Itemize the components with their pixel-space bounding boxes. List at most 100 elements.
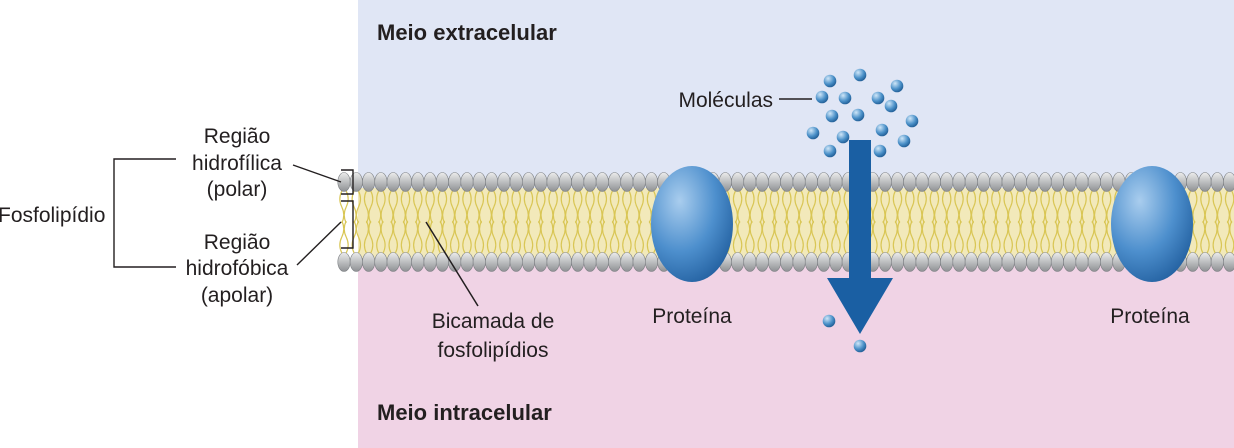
molecule (871, 91, 885, 105)
lipid-tail (941, 190, 948, 224)
lipid-head (989, 172, 1003, 192)
lipid-tail (769, 190, 775, 224)
lipid-tail (978, 190, 984, 224)
lipid-head (804, 172, 818, 192)
lipid-head (940, 172, 954, 192)
lipid-tail (552, 220, 558, 254)
lipid-tail (392, 220, 398, 254)
lipid-head (435, 172, 449, 192)
molecule (884, 99, 898, 113)
lipid-head (620, 252, 634, 272)
molecules-label: Moléculas (678, 89, 773, 112)
lipid-head (767, 172, 781, 192)
lipid-head (608, 172, 622, 192)
lipid-tail (454, 190, 460, 224)
lipid-tail (1081, 190, 1087, 224)
lipid-tail (983, 190, 989, 224)
lipid-tail (732, 190, 738, 224)
lipid-tail (921, 220, 927, 254)
hydrophobic-leader-line (296, 221, 342, 266)
intracellular-region (358, 260, 1234, 448)
lipid-tail (782, 190, 788, 224)
lipid-tail (515, 190, 521, 224)
lipid-head (485, 172, 499, 192)
lipid-tail (511, 220, 517, 254)
lipid-head (423, 252, 437, 272)
bilayer-leader-line (425, 221, 479, 307)
lipid-tail (1204, 190, 1210, 224)
lipid-tail (880, 190, 886, 224)
lipid-head (521, 172, 535, 192)
lipid-head (546, 252, 560, 272)
lipid-tail (843, 220, 849, 254)
lipid-tail (786, 190, 792, 224)
lipid-tail (835, 190, 841, 224)
lipid-head (362, 252, 376, 272)
lipid-head (534, 252, 548, 272)
lipid-tail (1089, 220, 1095, 254)
lipid-tail (491, 190, 497, 224)
lipid-head (362, 172, 376, 192)
lipid-tail (609, 190, 615, 224)
molecule (853, 68, 867, 82)
lipid-tail (417, 190, 423, 224)
lipid-tail (958, 220, 964, 254)
lipid-tail (515, 220, 521, 254)
lipid-tail (478, 190, 485, 224)
lipid-tail (565, 220, 571, 254)
lipid-tail (1212, 220, 1218, 254)
lipid-tail (1015, 190, 1021, 224)
lipid-tail (577, 220, 583, 254)
lipid-tail (368, 220, 374, 254)
lipid-tail (339, 190, 345, 224)
lipid-tail (1081, 220, 1087, 254)
lipid-tail (355, 220, 362, 254)
lipid-head (964, 172, 978, 192)
lipid-tail (1069, 190, 1075, 224)
lipid-tail (503, 190, 509, 224)
lipid-head (509, 252, 523, 272)
lipid-tail (1028, 190, 1034, 224)
lipid-tail (565, 190, 571, 224)
lipid-tail (589, 220, 595, 254)
lipid-head (571, 172, 585, 192)
lipid-tail (978, 220, 984, 254)
lipid-tail (1200, 190, 1206, 224)
lipid-head (915, 252, 929, 272)
molecule (823, 144, 837, 158)
lipid-tail (1216, 220, 1223, 254)
lipid-head (485, 252, 499, 272)
lipid-head (534, 172, 548, 192)
lipid-tail (614, 220, 620, 254)
lipid-tail (1192, 220, 1198, 254)
lipid-tail (634, 220, 640, 254)
lipid-tail (503, 220, 509, 254)
lipid-tail (1106, 190, 1112, 224)
lipid-tail (343, 190, 349, 224)
molecule (815, 90, 829, 104)
molecule (890, 79, 904, 93)
lipid-tail (745, 220, 751, 254)
lipid-tail (761, 190, 767, 224)
lipid-tail (1052, 190, 1058, 224)
lipid-head (472, 172, 486, 192)
lipid-head (989, 252, 1003, 272)
lipid-tail (835, 220, 841, 254)
lipid-head (804, 252, 818, 272)
lipid-head (927, 252, 941, 272)
lipid-tail (921, 190, 927, 224)
molecule (836, 130, 850, 144)
lipid-head (1100, 252, 1114, 272)
lipid-tail (970, 220, 977, 254)
lipid-head (472, 252, 486, 272)
lipid-tail (1212, 190, 1218, 224)
lipid-tail (1064, 190, 1071, 224)
lipid-head (1013, 172, 1027, 192)
lipid-tail (880, 220, 886, 254)
lipid-tail (552, 190, 558, 224)
lipid-head (792, 172, 806, 192)
lipid-tail (413, 220, 419, 254)
lipid-tail (1003, 190, 1009, 224)
lipid-head (977, 172, 991, 192)
